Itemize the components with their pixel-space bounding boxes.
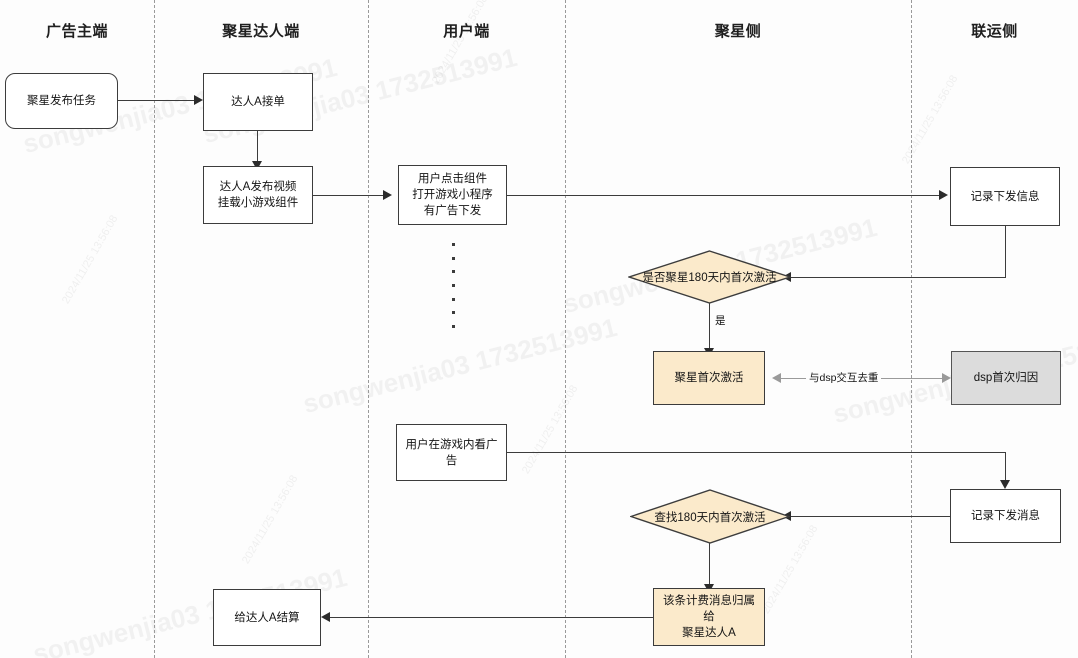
edge-n4-n5 xyxy=(507,195,939,196)
lane-divider xyxy=(368,0,369,658)
node-decision-label: 是否聚星180天内首次激活 xyxy=(642,272,777,284)
arrowhead-n7-n8 xyxy=(942,373,951,383)
ellipsis-dots xyxy=(451,243,455,328)
diamond-shape-icon xyxy=(628,250,791,304)
lane-divider xyxy=(565,0,566,658)
lane-title-user: 用户端 xyxy=(443,23,490,40)
lane-title-star-side: 聚星侧 xyxy=(714,23,762,40)
arrowhead-n3-n4 xyxy=(383,190,392,200)
arrowhead-n2-n3 xyxy=(252,161,262,170)
node-decision-label: 查找180天内首次激活 xyxy=(654,511,766,524)
lane-divider xyxy=(154,0,155,658)
node-decision-first-activation-180d[interactable]: 是否聚星180天内首次激活 xyxy=(628,250,791,304)
arrowhead-n12-n13 xyxy=(321,612,330,622)
lane-title-star-creator: 聚星达人端 xyxy=(222,23,300,40)
arrowhead-n8-n7 xyxy=(772,373,781,383)
edge-n5-n6-horizontal xyxy=(791,277,1006,278)
diamond-shape-icon xyxy=(630,489,790,544)
lane-title-joint-ops: 联运侧 xyxy=(971,23,1018,40)
watermark-date: 2024/11/25 13:56:08 xyxy=(430,0,491,86)
arrowhead-n1-n2 xyxy=(194,95,203,105)
node-record-delivery-message[interactable]: 记录下发消息 xyxy=(950,489,1061,543)
edge-label-yes: 是 xyxy=(712,313,729,328)
watermark-text: songwenjia03 1732513991 xyxy=(300,312,621,420)
edge-n9-n10-horizontal xyxy=(507,452,1005,453)
node-decision-lookup-first-activation-180d[interactable]: 查找180天内首次激活 xyxy=(630,489,790,544)
watermark-date: 2024/11/25 13:56:08 xyxy=(240,473,301,566)
edge-n9-n10-vertical xyxy=(1005,452,1006,483)
edge-n5-n6-vertical xyxy=(1005,226,1006,277)
edge-n10-n11 xyxy=(791,516,950,517)
edge-n11-n12 xyxy=(709,543,710,587)
node-dsp-first-attribution[interactable]: dsp首次归因 xyxy=(951,351,1061,405)
edge-n3-n4 xyxy=(313,195,383,196)
watermark-date: 2024/11/25 13:56:08 xyxy=(900,73,961,166)
node-creator-accept[interactable]: 达人A接单 xyxy=(203,73,313,131)
arrowhead-n4-n5 xyxy=(939,190,948,200)
edge-n2-n3 xyxy=(257,131,258,164)
edge-n12-n13 xyxy=(330,617,655,618)
node-user-click-component[interactable]: 用户点击组件 打开游戏小程序 有广告下发 xyxy=(398,165,507,225)
node-billing-message-attribution[interactable]: 该条计费消息归属给 聚星达人A xyxy=(653,588,765,646)
node-user-watch-ad-in-game[interactable]: 用户在游戏内看广告 xyxy=(396,424,507,481)
arrowhead-n9-n10 xyxy=(1000,480,1010,489)
node-star-first-activation[interactable]: 聚星首次激活 xyxy=(653,351,765,405)
edge-label-dsp-dedupe: 与dsp交互去重 xyxy=(806,370,882,385)
node-record-delivery-info[interactable]: 记录下发信息 xyxy=(950,167,1060,226)
watermark-date: 2024/11/25 13:56:08 xyxy=(520,383,581,476)
node-publish-task[interactable]: 聚星发布任务 xyxy=(5,73,118,129)
lane-divider xyxy=(911,0,912,658)
edge-n1-n2 xyxy=(118,100,194,101)
edge-n6-n7 xyxy=(709,303,710,351)
node-settle-to-creator[interactable]: 给达人A结算 xyxy=(213,589,321,646)
watermark-date: 2024/11/25 13:56:08 xyxy=(60,213,121,306)
node-creator-publish-video[interactable]: 达人A发布视频 挂载小游戏组件 xyxy=(203,166,313,224)
lane-title-advertiser: 广告主端 xyxy=(45,23,108,40)
